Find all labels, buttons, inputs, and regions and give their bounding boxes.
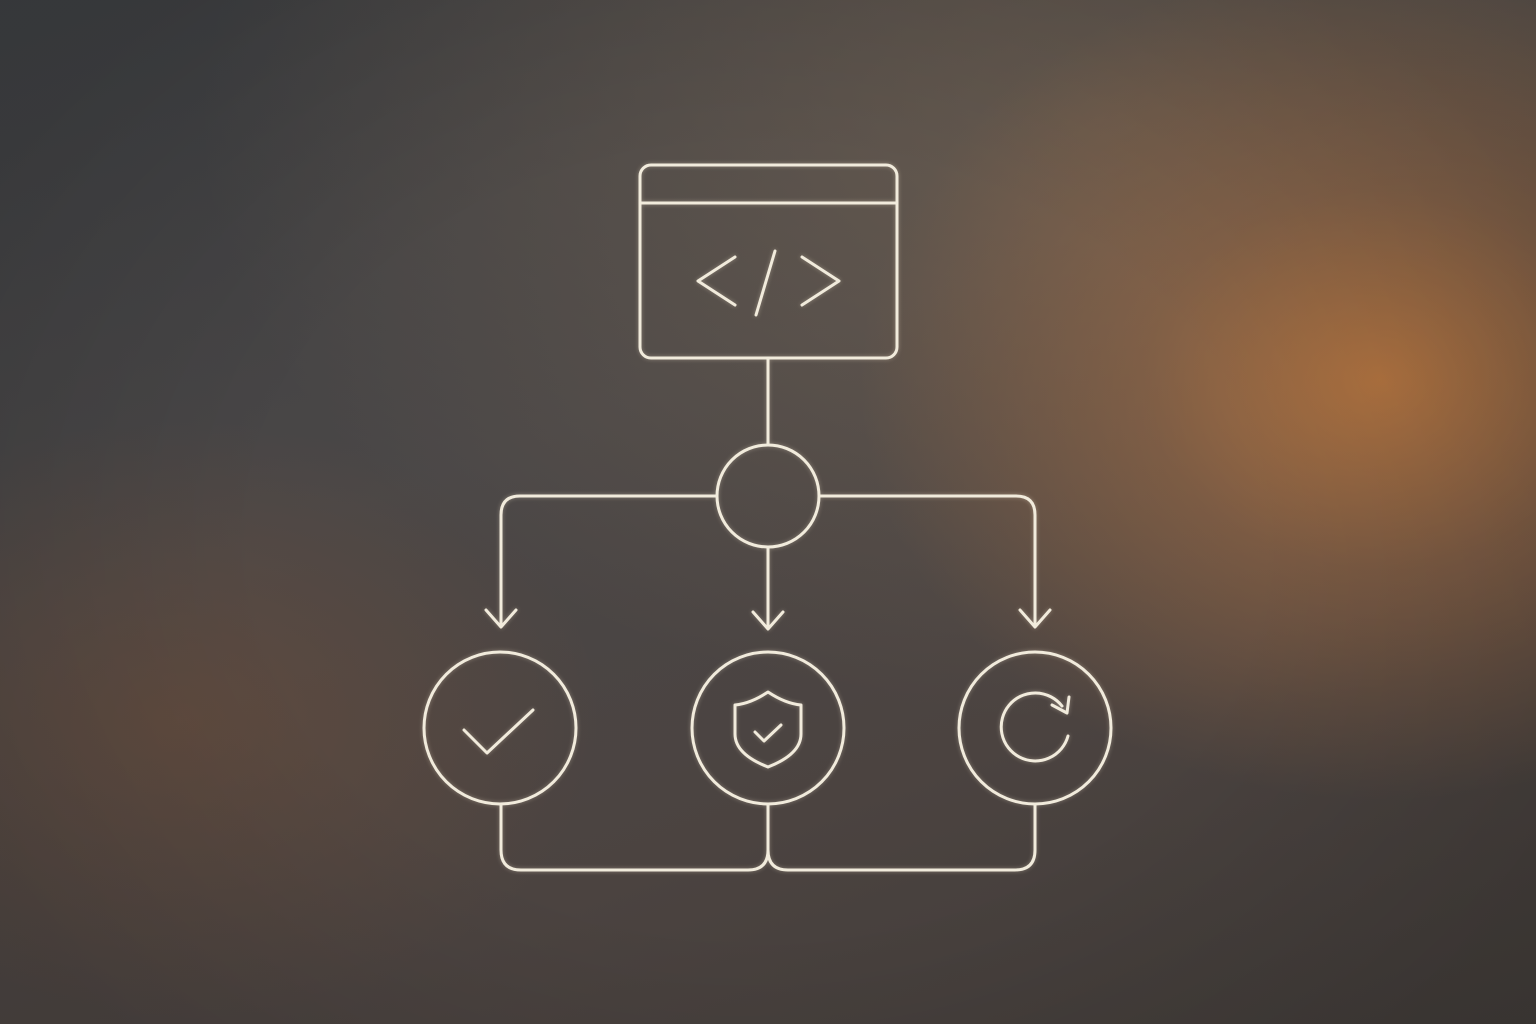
check-node	[422, 650, 578, 806]
shield-check-icon	[733, 690, 803, 769]
middle-arrow-head	[751, 610, 785, 631]
left-branch-connector	[499, 494, 719, 628]
shield-node	[690, 650, 846, 806]
hub-node-circle	[715, 443, 821, 549]
right-branch-connector	[817, 494, 1037, 628]
refresh-icon	[999, 691, 1071, 763]
right-arrow-head	[1018, 608, 1052, 629]
refresh-node	[957, 650, 1113, 806]
check-icon	[462, 708, 535, 755]
left-arrow-head	[484, 608, 518, 629]
code-window-icon	[638, 163, 899, 360]
bottom-join-connector	[499, 803, 1037, 872]
